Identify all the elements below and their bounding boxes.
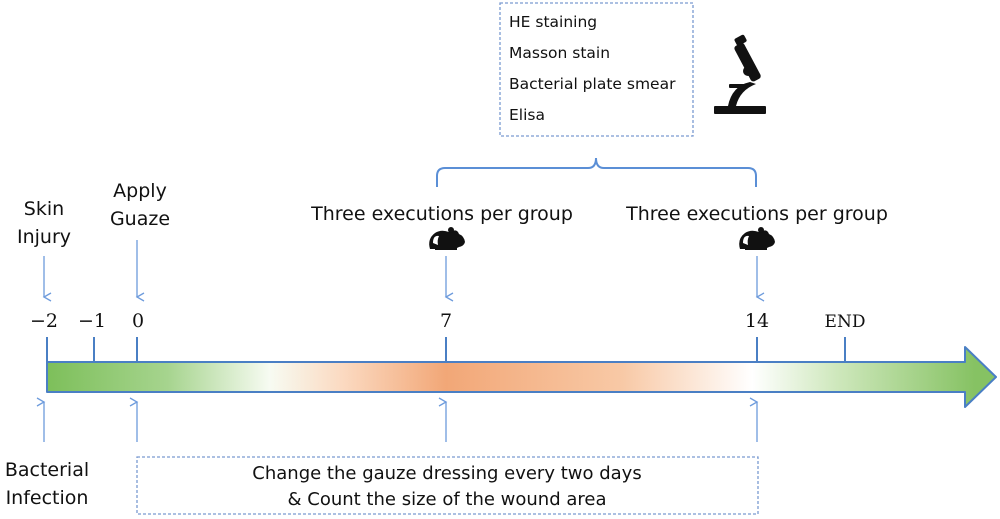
- analysis-box: [499, 2, 694, 137]
- dressing-box-line: & Count the size of the wound area: [288, 489, 607, 510]
- timeline-arrow: [46, 346, 997, 408]
- dressing-box: [136, 456, 759, 515]
- analysis-item: Elisa: [509, 106, 545, 124]
- skin-injury-label: Injury: [17, 226, 71, 248]
- tick-label: −1: [78, 310, 106, 332]
- tick-label: 0: [132, 310, 144, 332]
- analysis-item: HE staining: [509, 13, 597, 31]
- dressing-box-line: Change the gauze dressing every two days: [252, 463, 641, 484]
- analysis-item: Bacterial plate smear: [509, 75, 676, 93]
- tick-label: END: [825, 312, 866, 332]
- apply-gauze-label: Apply: [113, 180, 167, 202]
- tick-marks: [46, 337, 846, 362]
- bacterial-infection-label: Bacterial: [5, 459, 89, 481]
- tick-label: 7: [440, 310, 452, 332]
- tick-label: 14: [745, 310, 769, 332]
- executions-label-day14: Three executions per group: [625, 203, 888, 225]
- executions-label-day7: Three executions per group: [310, 203, 573, 225]
- mouse-icon: [739, 227, 775, 250]
- mouse-icon: [429, 227, 465, 250]
- microscope-icon: [714, 34, 766, 114]
- tick-label: −2: [30, 310, 58, 332]
- bacterial-infection-label: Infection: [6, 487, 89, 509]
- analysis-item: Masson stain: [509, 44, 610, 62]
- skin-injury-label: Skin: [24, 198, 64, 220]
- group-brace: [436, 157, 757, 187]
- apply-gauze-label: Guaze: [110, 208, 170, 230]
